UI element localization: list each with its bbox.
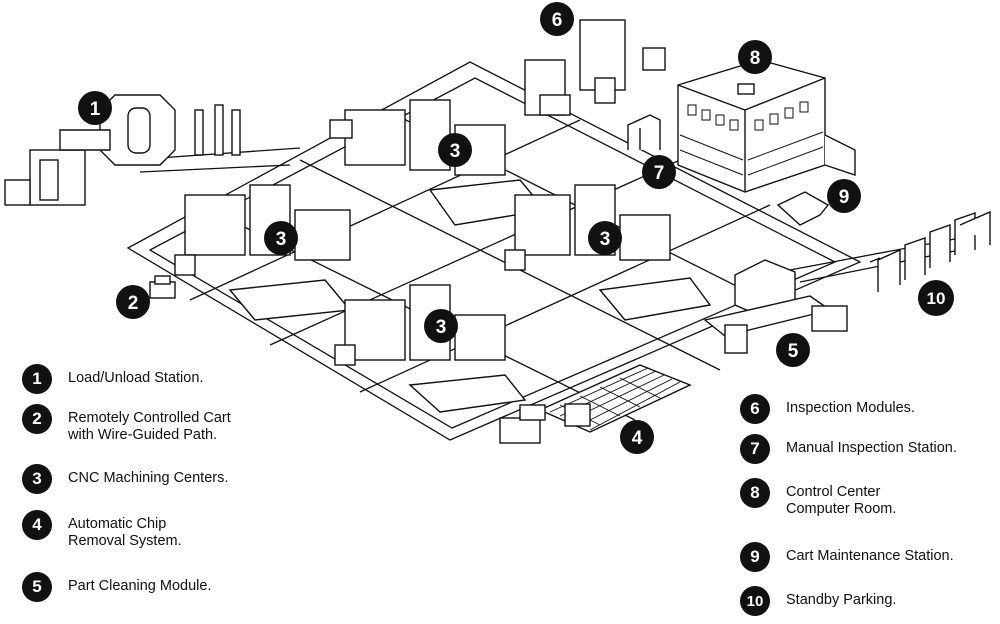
callout-8-label: 8 bbox=[750, 48, 761, 69]
callout-3-marker-top: 3 bbox=[438, 133, 472, 167]
legend-line: Removal System. bbox=[68, 533, 182, 549]
legend-item-8: 8 Control Center Computer Room. bbox=[740, 478, 896, 518]
callout-6-marker: 6 bbox=[540, 2, 574, 36]
legend-text-3: CNC Machining Centers. bbox=[68, 464, 228, 487]
legend-text-6: Inspection Modules. bbox=[786, 394, 915, 417]
legend-item-9: 9 Cart Maintenance Station. bbox=[740, 542, 954, 572]
load-unload-station-graphic bbox=[4, 94, 241, 206]
legend-line: Inspection Modules. bbox=[786, 400, 915, 416]
legend-line: Computer Room. bbox=[786, 501, 897, 517]
callout-6-label: 6 bbox=[552, 10, 563, 31]
legend-item-4: 4 Automatic Chip Removal System. bbox=[22, 510, 182, 550]
legend-line: Part Cleaning Module. bbox=[68, 578, 212, 594]
callout-3-marker-bottom: 3 bbox=[424, 309, 458, 343]
callout-5-marker: 5 bbox=[776, 333, 810, 367]
callout-3-marker-left: 3 bbox=[264, 221, 298, 255]
callout-7-marker: 7 bbox=[642, 155, 676, 189]
legend-badge-5: 5 bbox=[22, 572, 52, 602]
machine-cluster-graphics bbox=[4, 19, 991, 444]
chip-removal-graphic bbox=[499, 364, 692, 444]
cnc-center-graphic-top bbox=[329, 99, 547, 226]
legend-badge-10: 10 bbox=[740, 586, 770, 616]
legend-text-5: Part Cleaning Module. bbox=[68, 572, 211, 595]
callout-8-marker: 8 bbox=[738, 40, 772, 74]
part-cleaning-graphic bbox=[703, 259, 848, 354]
legend-badge-4: 4 bbox=[22, 510, 52, 540]
legend-text-2: Remotely Controlled Cart with Wire-Guide… bbox=[68, 404, 231, 444]
legend-text-1: Load/Unload Station. bbox=[68, 364, 203, 387]
legend-item-1: 1 Load/Unload Station. bbox=[22, 364, 203, 394]
callout-2-marker: 2 bbox=[116, 285, 150, 319]
legend-item-10: 10 Standby Parking. bbox=[740, 586, 896, 616]
legend-badge-1: 1 bbox=[22, 364, 52, 394]
legend-badge-7: 7 bbox=[740, 434, 770, 464]
legend-line: CNC Machining Centers. bbox=[68, 470, 229, 486]
callout-3-label: 3 bbox=[436, 317, 447, 338]
legend-text-4: Automatic Chip Removal System. bbox=[68, 510, 182, 550]
callout-3-marker-right: 3 bbox=[588, 221, 622, 255]
legend-badge-9: 9 bbox=[740, 542, 770, 572]
legend-line: Standby Parking. bbox=[786, 592, 897, 608]
callout-10-label: 10 bbox=[927, 289, 946, 308]
callout-5-label: 5 bbox=[788, 341, 799, 362]
cart-maintenance-graphic bbox=[776, 191, 830, 226]
legend-line: with Wire-Guided Path. bbox=[68, 427, 218, 443]
callout-3-label: 3 bbox=[276, 229, 287, 250]
legend-item-5: 5 Part Cleaning Module. bbox=[22, 572, 211, 602]
callout-1-marker: 1 bbox=[78, 91, 112, 125]
legend-line: Load/Unload Station. bbox=[68, 370, 204, 386]
cnc-center-graphic-right bbox=[504, 184, 712, 321]
legend-item-2: 2 Remotely Controlled Cart with Wire-Gui… bbox=[22, 404, 231, 444]
legend-badge-3: 3 bbox=[22, 464, 52, 494]
callout-2-label: 2 bbox=[128, 293, 139, 314]
legend-line: Remotely Controlled Cart bbox=[68, 410, 231, 426]
callout-1-label: 1 bbox=[90, 99, 101, 120]
control-center-building bbox=[677, 59, 856, 193]
legend-badge-2: 2 bbox=[22, 404, 52, 434]
legend-item-7: 7 Manual Inspection Station. bbox=[740, 434, 957, 464]
legend-line: Automatic Chip bbox=[68, 516, 167, 532]
standby-parking-graphic bbox=[869, 210, 991, 292]
callout-3-label: 3 bbox=[450, 141, 461, 162]
legend-badge-6: 6 bbox=[740, 394, 770, 424]
cnc-center-graphic-bottom bbox=[334, 284, 527, 413]
legend-line: Manual Inspection Station. bbox=[786, 440, 957, 456]
legend-item-3: 3 CNC Machining Centers. bbox=[22, 464, 228, 494]
legend-line: Control Center bbox=[786, 484, 881, 500]
legend-item-6: 6 Inspection Modules. bbox=[740, 394, 915, 424]
callout-4-label: 4 bbox=[632, 428, 643, 449]
legend-text-8: Control Center Computer Room. bbox=[786, 478, 896, 518]
callout-9-label: 9 bbox=[839, 187, 850, 208]
callout-10-marker: 10 bbox=[918, 280, 954, 316]
legend-text-9: Cart Maintenance Station. bbox=[786, 542, 954, 565]
legend-text-10: Standby Parking. bbox=[786, 586, 896, 609]
legend-badge-8: 8 bbox=[740, 478, 770, 508]
legend-text-7: Manual Inspection Station. bbox=[786, 434, 957, 457]
remote-cart-graphic bbox=[149, 275, 176, 299]
cnc-center-graphic-left bbox=[174, 184, 352, 321]
legend-line: Cart Maintenance Station. bbox=[786, 548, 954, 564]
inspection-modules-graphic bbox=[524, 19, 666, 116]
callout-7-label: 7 bbox=[654, 163, 665, 184]
manual-inspection-graphic bbox=[627, 114, 661, 150]
callout-4-marker: 4 bbox=[620, 420, 654, 454]
callout-9-marker: 9 bbox=[827, 179, 861, 213]
callout-3-label: 3 bbox=[600, 229, 611, 250]
map-callouts: 1 2 3 3 3 3 4 5 6 7 8 9 10 bbox=[78, 2, 954, 454]
